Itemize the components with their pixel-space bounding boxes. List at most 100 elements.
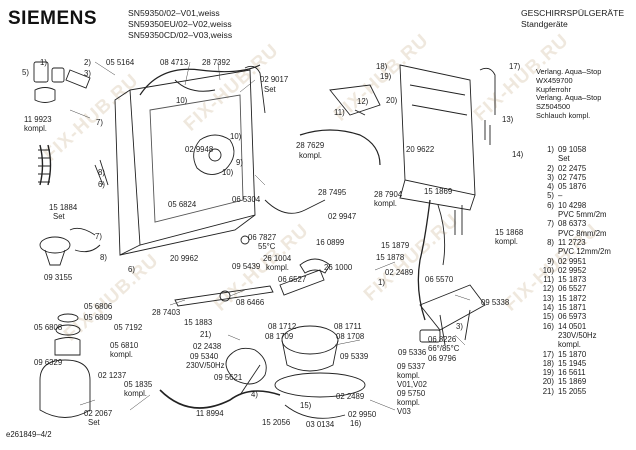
callout: 12) bbox=[357, 97, 369, 106]
callout: 20) bbox=[386, 96, 398, 105]
legend-part: 15 1872 bbox=[558, 293, 587, 303]
part-label[interactable]: 02 2489 bbox=[336, 392, 365, 401]
legend-part: 06 5973 bbox=[558, 312, 587, 322]
legend-number: 21) bbox=[542, 386, 554, 396]
part-label[interactable]: 05 6824 bbox=[168, 200, 197, 209]
part-label[interactable]: 02 9948 bbox=[185, 145, 214, 154]
legend-number: 11) bbox=[543, 275, 554, 285]
part-label[interactable]: 26 1000 bbox=[324, 263, 353, 272]
callout: 18) bbox=[376, 62, 388, 71]
part-label[interactable]: 03 0134 bbox=[306, 420, 335, 429]
part-label[interactable]: 26 1004 bbox=[263, 254, 292, 263]
part-label[interactable]: 02 9950 bbox=[348, 410, 377, 419]
legend-part: PVC 5mm/2m bbox=[558, 210, 607, 220]
part-label[interactable]: 08 4713 bbox=[160, 58, 189, 67]
legend-part: 10 4298 bbox=[558, 200, 587, 210]
part-label: kompl. bbox=[495, 237, 518, 246]
part-label[interactable]: 28 7392 bbox=[202, 58, 231, 67]
part-label[interactable]: 15 1869 bbox=[424, 187, 453, 196]
part-label[interactable]: 05 6809 bbox=[84, 313, 113, 322]
legend-part: 15 1945 bbox=[558, 358, 587, 368]
callout: 2) bbox=[84, 58, 91, 67]
part-label[interactable]: 11 8994 bbox=[196, 409, 224, 418]
part-label[interactable]: 05 7192 bbox=[114, 323, 143, 332]
legend-number: 16) bbox=[542, 321, 554, 331]
part-label[interactable]: 20 9962 bbox=[170, 254, 199, 263]
legend-row: 3)02 7475 bbox=[536, 173, 611, 182]
part-label[interactable]: 09 5338 bbox=[481, 298, 510, 307]
part-label[interactable]: 06 9796 bbox=[428, 354, 457, 363]
part-label: kompl. bbox=[266, 263, 289, 272]
part-label[interactable]: 15 2056 bbox=[262, 418, 291, 427]
part-label: kompl. bbox=[110, 350, 133, 359]
part-label: kompl. bbox=[397, 371, 420, 380]
part-label[interactable]: 28 7495 bbox=[318, 188, 347, 197]
part-label: 230V/50Hz bbox=[186, 361, 225, 370]
part-label[interactable]: 09 5621 bbox=[214, 373, 243, 382]
part-label[interactable]: 28 7403 bbox=[152, 308, 181, 317]
part-label[interactable]: 16 0899 bbox=[316, 238, 345, 247]
part-label: kompl. bbox=[397, 398, 420, 407]
legend-part: PVC 8mm/2m bbox=[558, 228, 607, 238]
part-label[interactable]: 02 2067 bbox=[84, 409, 113, 418]
legend-number bbox=[536, 331, 554, 340]
part-label[interactable]: 28 7904 bbox=[374, 190, 403, 199]
callout: 3) bbox=[456, 322, 463, 331]
part-label[interactable]: 09 5337 bbox=[397, 362, 426, 371]
part-label[interactable]: 09 5339 bbox=[340, 352, 369, 361]
part-label[interactable]: 08 6466 bbox=[236, 298, 265, 307]
model-list: SN59350/02–V01,weiss SN59350EU/02–V02,we… bbox=[128, 8, 232, 41]
part-label[interactable]: 15 1884 bbox=[49, 203, 78, 212]
part-label[interactable]: 09 5439 bbox=[232, 262, 261, 271]
note-line: Kupferrohr bbox=[536, 84, 571, 94]
callout: 1) bbox=[40, 58, 47, 67]
part-label[interactable]: 06 7827 bbox=[248, 233, 277, 242]
part-label[interactable]: 15 1879 bbox=[381, 241, 410, 250]
legend-part: 15 1873 bbox=[558, 275, 587, 285]
legend-part: kompl. bbox=[558, 340, 581, 350]
part-label[interactable]: 28 7629 bbox=[296, 141, 325, 150]
part-label[interactable]: 08 1712 bbox=[268, 322, 297, 331]
part-label[interactable]: 02 9017 bbox=[260, 75, 289, 84]
part-label[interactable]: 05 1835 bbox=[124, 380, 153, 389]
part-label[interactable]: 09 5750 bbox=[397, 389, 426, 398]
part-label[interactable]: 15 1878 bbox=[376, 253, 405, 262]
part-label[interactable]: 02 2438 bbox=[193, 342, 222, 351]
part-label[interactable]: 08 1708 bbox=[336, 332, 365, 341]
legend-row: 18)15 1945 bbox=[536, 359, 611, 368]
part-label[interactable]: 15 1868 bbox=[495, 228, 524, 237]
part-label[interactable]: 15 1883 bbox=[184, 318, 213, 327]
part-label[interactable]: 05 5164 bbox=[106, 58, 135, 67]
part-label[interactable]: 11 9923 bbox=[24, 115, 52, 124]
part-label[interactable]: 06 8226 bbox=[428, 335, 457, 344]
part-label[interactable]: 09 5336 bbox=[398, 348, 427, 357]
legend-row: PVC 12mm/2m bbox=[536, 247, 611, 256]
part-label[interactable]: 02 1237 bbox=[98, 371, 127, 380]
legend-row: 12)06 5527 bbox=[536, 284, 611, 293]
part-label[interactable]: 06 5304 bbox=[232, 195, 261, 204]
part-label[interactable]: 05 6810 bbox=[110, 341, 139, 350]
part-label[interactable]: 06 6527 bbox=[278, 275, 307, 284]
legend-number: 4) bbox=[547, 182, 554, 192]
part-label[interactable]: 09 3155 bbox=[44, 273, 73, 282]
part-label[interactable]: 05 6806 bbox=[84, 302, 113, 311]
part-label[interactable]: 02 9947 bbox=[328, 212, 357, 221]
part-label[interactable]: 08 1709 bbox=[265, 332, 294, 341]
part-label[interactable]: 02 2489 bbox=[385, 268, 414, 277]
legend-row: 16)14 0501 bbox=[536, 322, 611, 331]
legend-number bbox=[536, 210, 554, 219]
callout: 3) bbox=[84, 69, 91, 78]
part-label[interactable]: 05 6808 bbox=[34, 323, 63, 332]
part-label[interactable]: 08 1711 bbox=[334, 322, 362, 331]
side-panel bbox=[399, 64, 476, 196]
legend-number: 15) bbox=[542, 312, 554, 322]
part-label[interactable]: 20 9622 bbox=[406, 145, 435, 154]
legend-part: PVC 12mm/2m bbox=[558, 247, 611, 257]
legend-part: 15 2055 bbox=[558, 386, 587, 396]
part-label[interactable]: 09 6329 bbox=[34, 358, 63, 367]
callout: 10) bbox=[230, 132, 242, 141]
part-label[interactable]: 06 5570 bbox=[425, 275, 454, 284]
part-label[interactable]: 09 5340 bbox=[190, 352, 219, 361]
legend-number: 19) bbox=[542, 368, 554, 378]
legend-row: 19)16 5611 bbox=[536, 368, 611, 377]
